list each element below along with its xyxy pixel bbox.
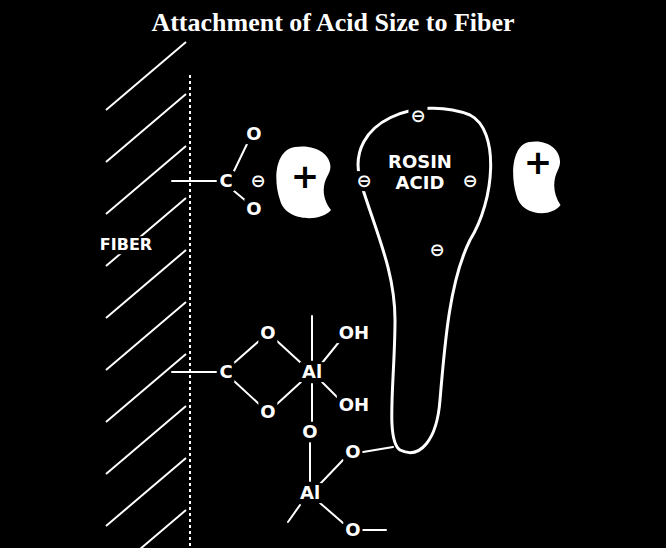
bond <box>309 443 311 481</box>
chemical-bonds <box>172 144 393 530</box>
hatch-line <box>106 354 186 422</box>
hatch-line <box>106 198 186 266</box>
atom-symbol: OH <box>337 395 371 415</box>
fiber-surface <box>189 75 191 548</box>
node-label: ROSIN ACID <box>378 152 462 193</box>
atom-symbol: Al <box>298 483 322 503</box>
hatch-line <box>106 94 186 162</box>
part-name: FIBER <box>98 236 154 254</box>
atom-symbol: C <box>217 171 234 191</box>
hatch-line <box>106 458 186 526</box>
atom-symbol: ⊖ <box>408 106 427 126</box>
node-label: + <box>275 157 335 196</box>
hatch-line <box>106 302 186 370</box>
bond <box>311 316 313 360</box>
atom-symbol: O <box>258 402 277 422</box>
atom-symbol: Al <box>300 362 324 382</box>
atom-symbol: ⊖ <box>427 240 446 260</box>
node-shape <box>358 108 491 452</box>
bond <box>172 371 216 373</box>
fiber-hatching <box>106 42 186 548</box>
title: Attachment of Acid Size to Fiber <box>0 8 666 38</box>
atom-symbol: ⊖ <box>354 171 373 191</box>
cation-blob: + <box>275 145 335 221</box>
atom-symbol: ⊖ <box>460 171 479 191</box>
atom-symbol: C <box>217 362 234 382</box>
bond <box>277 382 301 404</box>
bond <box>172 180 216 182</box>
hatch-line <box>106 406 186 474</box>
atom-symbol: ⊖ <box>248 171 267 191</box>
atom-symbol: O <box>258 323 277 343</box>
atom-symbol: O <box>244 124 263 144</box>
atom-symbol: O <box>300 422 319 442</box>
bond <box>234 341 259 363</box>
node-label: + <box>512 143 564 182</box>
atom-symbol: OH <box>337 323 371 343</box>
bond <box>234 381 259 404</box>
bond <box>288 505 300 522</box>
hatch-line <box>106 250 186 318</box>
hatch-line <box>106 510 186 548</box>
bond <box>277 341 301 363</box>
atom-symbol: O <box>343 442 362 462</box>
bond <box>234 144 247 171</box>
bond <box>311 384 313 421</box>
atom-symbol: O <box>244 199 263 219</box>
bond <box>320 503 343 523</box>
atom-symbol: O <box>343 520 362 540</box>
bond <box>363 447 393 452</box>
bond <box>320 460 343 484</box>
bond <box>322 342 339 363</box>
hatch-line <box>106 42 186 110</box>
cation-blob: + <box>512 140 564 216</box>
bond <box>363 529 386 531</box>
